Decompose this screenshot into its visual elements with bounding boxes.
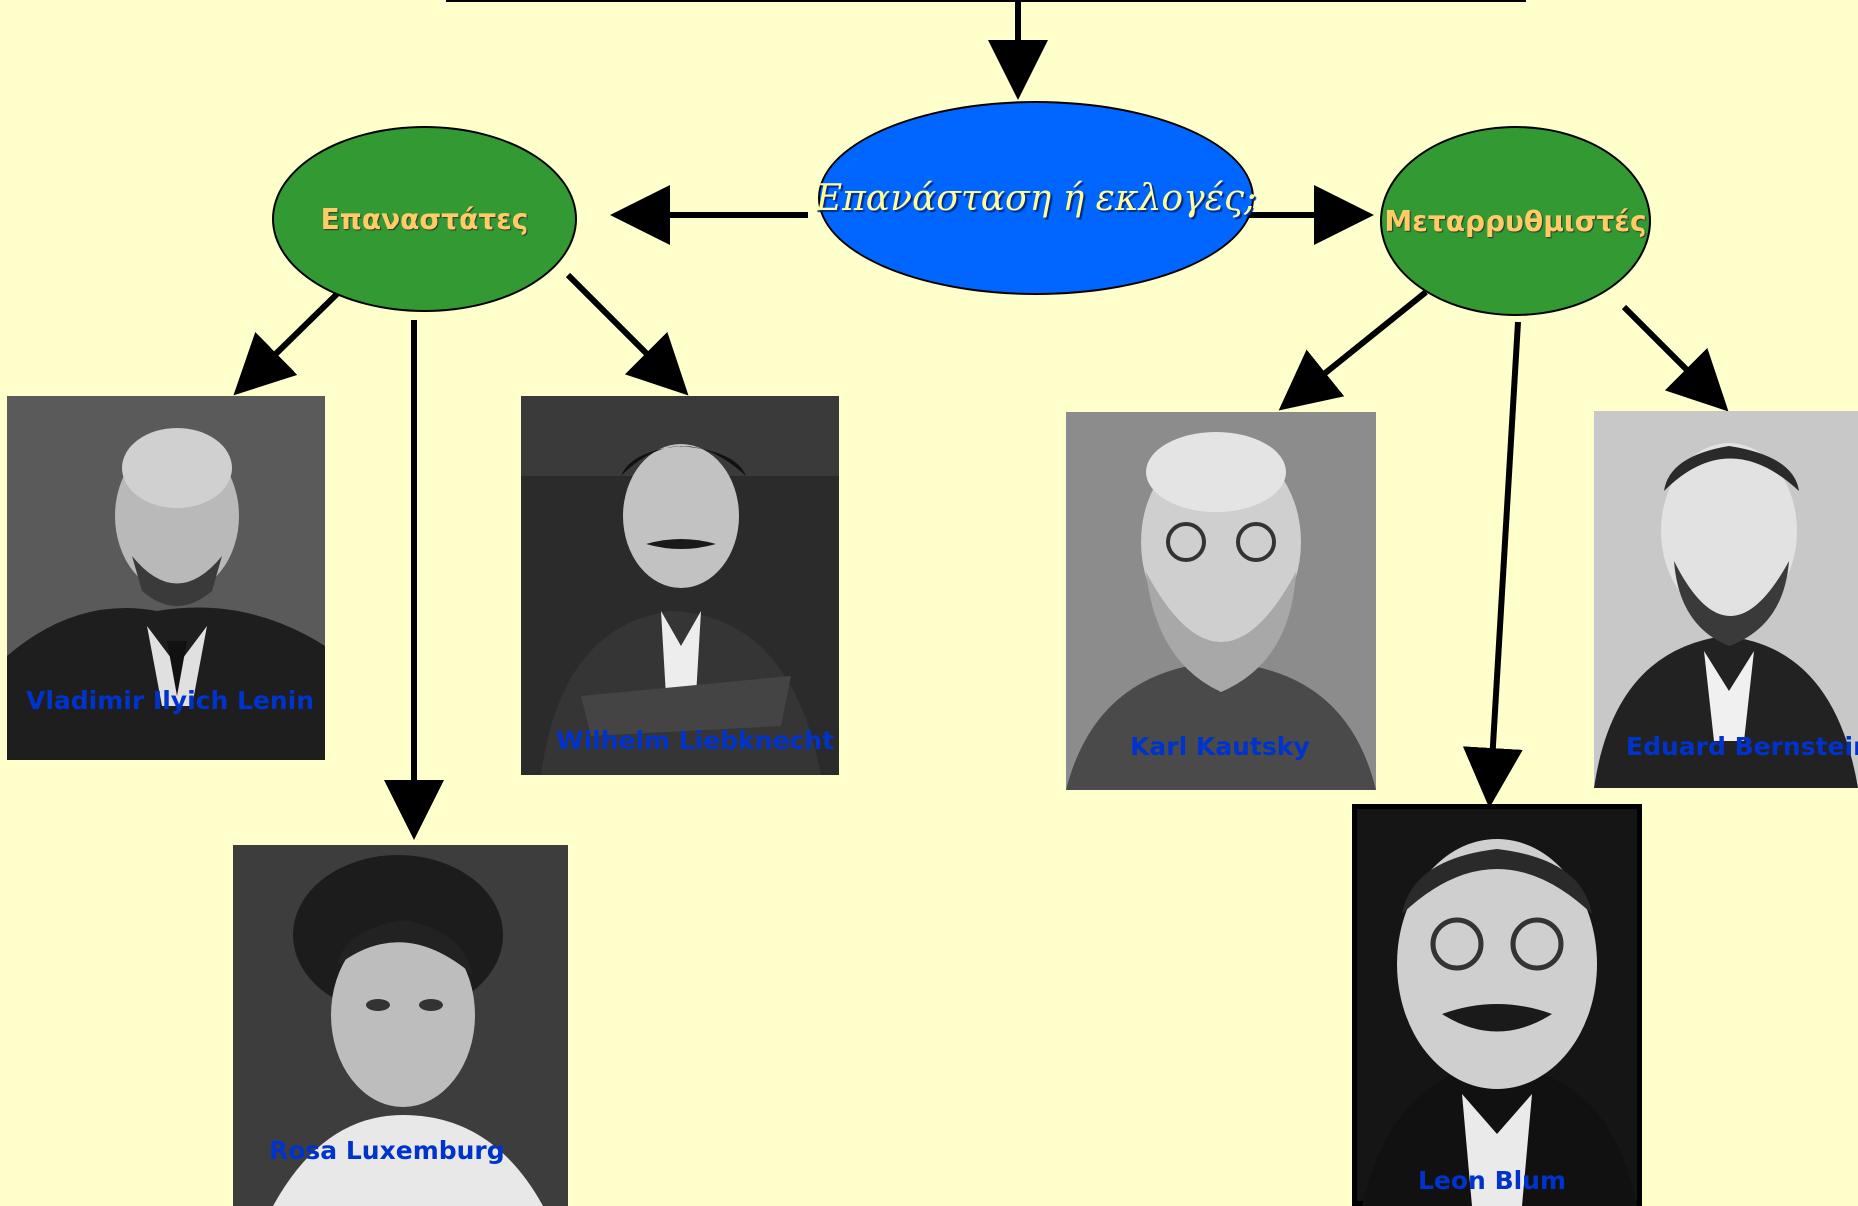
arrow-left-to-liebknecht [565,272,689,396]
reformists-oval: Μεταρρυθμιστές [1380,126,1651,316]
liebknecht-portrait-image [521,396,839,775]
lenin-photo [7,396,325,760]
bernstein-name: Eduard Bernstein [1626,732,1858,761]
liebknecht-photo [521,396,839,775]
luxemburg-name: Rosa Luxemburg [269,1136,505,1165]
blum-portrait-image [1352,804,1642,1206]
revolutionaries-oval: Επαναστάτες [272,126,577,312]
kautsky-name: Karl Kautsky [1130,732,1310,761]
kautsky-photo [1066,412,1376,790]
arrow-right-to-bernstein [1621,304,1729,412]
lenin-name: Vladimir Ilyich Lenin [26,686,315,715]
arrow-left-to-lenin [233,290,341,396]
reformists-label: Μεταρρυθμιστές [1384,204,1647,238]
bernstein-photo [1594,411,1858,788]
blum-photo [1352,804,1642,1206]
lenin-portrait-image [7,396,325,760]
center-question-label: Επανάσταση ή εκλογές; [815,177,1257,219]
top-title-box [446,0,1526,2]
center-question-oval: Επανάσταση ή εκλογές; [815,101,1257,295]
kautsky-portrait-image [1066,412,1376,790]
arrow-right-to-kautsky [1278,289,1428,411]
blum-name: Leon Blum [1418,1166,1567,1195]
revolutionaries-label: Επαναστάτες [320,202,529,236]
bernstein-portrait-image [1594,411,1858,788]
liebknecht-name: Wilhelm Liebknecht [556,726,835,755]
luxemburg-portrait-image [233,845,568,1206]
arrow-right-to-blum [1462,321,1523,808]
luxemburg-photo [233,845,568,1206]
